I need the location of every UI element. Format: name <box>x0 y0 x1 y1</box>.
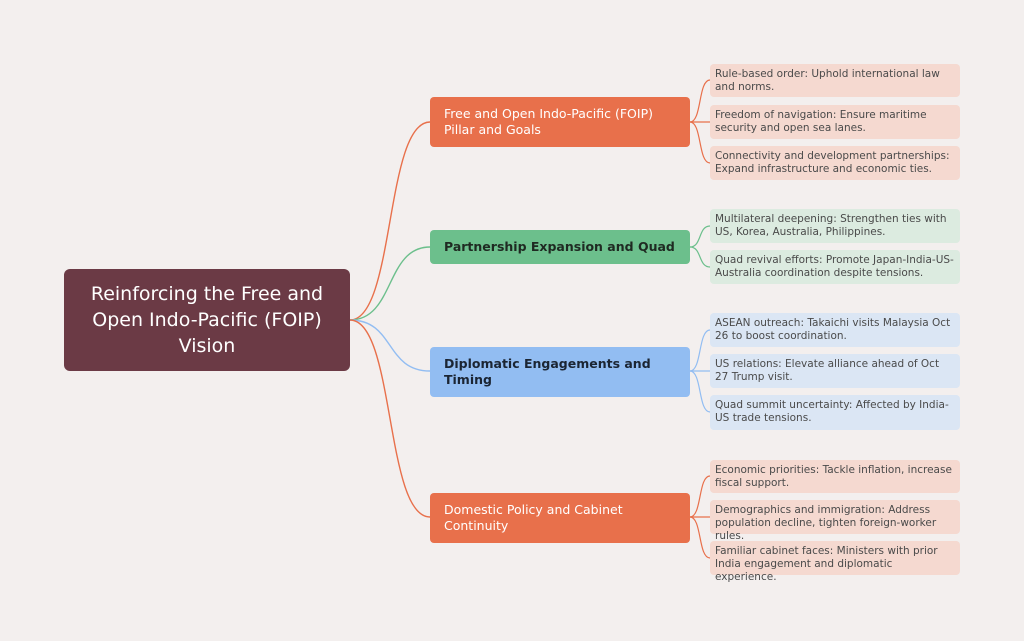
leaf-node-familiar-cabinet-faces[interactable]: Familiar cabinet faces: Ministers with p… <box>710 541 960 583</box>
connector-root-branch-4 <box>349 319 431 518</box>
leaf-node-connectivity[interactable]: Connectivity and development partnership… <box>710 146 960 180</box>
leaf-node-quad-revival[interactable]: Quad revival efforts: Promote Japan-Indi… <box>710 250 960 284</box>
branch-node-label: Free and Open Indo-Pacific (FOIP) Pillar… <box>444 106 653 137</box>
branch-node-domestic-policy[interactable]: Domestic Policy and Cabinet Continuity <box>430 493 690 543</box>
leaf-node-text: ASEAN outreach: Takaichi visits Malaysia… <box>715 317 951 342</box>
leaf-node-text: Quad revival efforts: Promote Japan-Indi… <box>715 254 954 279</box>
leaf-node-text: Connectivity and development partnership… <box>715 150 950 175</box>
leaf-node-multilateral-deepening[interactable]: Multilateral deepening: Strengthen ties … <box>710 209 960 243</box>
connector-branch-1-leaf-1 <box>689 79 711 123</box>
branch-node-diplomatic-engagements[interactable]: Diplomatic Engagements and Timing <box>430 347 690 397</box>
branch-node-foip-pillar[interactable]: Free and Open Indo-Pacific (FOIP) Pillar… <box>430 97 690 147</box>
leaf-node-asean-outreach[interactable]: ASEAN outreach: Takaichi visits Malaysia… <box>710 313 960 347</box>
connector-branch-3-leaf-1 <box>689 329 711 372</box>
connector-branch-1-leaf-3 <box>689 121 711 164</box>
branch-node-label: Diplomatic Engagements and Timing <box>444 356 651 387</box>
connector-branch-2-leaf-1 <box>689 225 711 248</box>
connector-root-branch-2 <box>349 246 431 321</box>
connector-branch-4-leaf-1 <box>689 475 711 518</box>
branch-node-label: Domestic Policy and Cabinet Continuity <box>444 502 623 533</box>
leaf-node-demographics-immigration[interactable]: Demographics and immigration: Address po… <box>710 500 960 542</box>
leaf-node-text: Quad summit uncertainty: Affected by Ind… <box>715 399 949 424</box>
leaf-node-text: Multilateral deepening: Strengthen ties … <box>715 213 947 238</box>
leaf-node-rule-based-order[interactable]: Rule-based order: Uphold international l… <box>710 64 960 97</box>
connector-branch-4-leaf-3 <box>689 516 711 559</box>
root-node-label: Reinforcing the Free and Open Indo-Pacif… <box>90 283 324 357</box>
leaf-node-text: Rule-based order: Uphold international l… <box>715 68 940 93</box>
leaf-node-freedom-of-navigation[interactable]: Freedom of navigation: Ensure maritime s… <box>710 105 960 139</box>
connector-branch-2-leaf-2 <box>689 246 711 268</box>
leaf-node-text: US relations: Elevate alliance ahead of … <box>715 358 940 383</box>
leaf-node-text: Familiar cabinet faces: Ministers with p… <box>715 545 938 583</box>
leaf-node-quad-summit-uncertainty[interactable]: Quad summit uncertainty: Affected by Ind… <box>710 395 960 430</box>
leaf-node-us-relations[interactable]: US relations: Elevate alliance ahead of … <box>710 354 960 388</box>
leaf-node-text: Economic priorities: Tackle inflation, i… <box>715 464 952 489</box>
leaf-node-economic-priorities[interactable]: Economic priorities: Tackle inflation, i… <box>710 460 960 493</box>
leaf-node-text: Freedom of navigation: Ensure maritime s… <box>715 109 927 134</box>
branch-node-label: Partnership Expansion and Quad <box>444 239 675 254</box>
connector-root-branch-3 <box>349 319 431 372</box>
connector-root-branch-1 <box>349 121 431 321</box>
root-node[interactable]: Reinforcing the Free and Open Indo-Pacif… <box>64 269 350 371</box>
branch-node-partnership-expansion[interactable]: Partnership Expansion and Quad <box>430 230 690 264</box>
connector-branch-3-leaf-3 <box>689 370 711 413</box>
leaf-node-text: Demographics and immigration: Address po… <box>715 504 937 542</box>
